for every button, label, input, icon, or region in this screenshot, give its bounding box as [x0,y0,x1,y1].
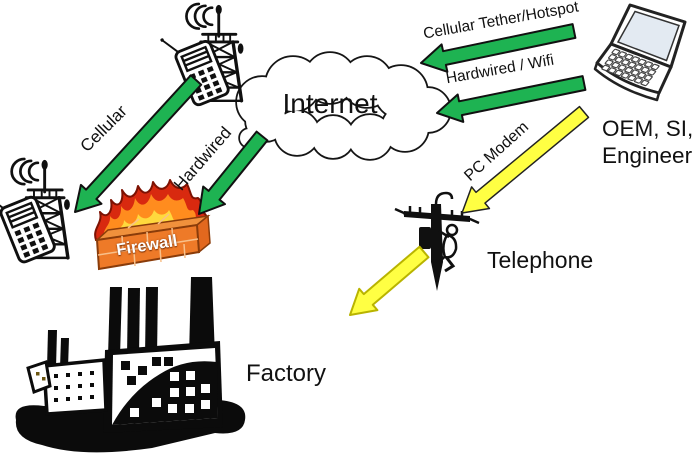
internet-cloud-shape [235,51,452,161]
hardwired-wifi-arrow [436,75,587,123]
oem-si-line1: OEM, SI, [602,116,694,141]
factory-label: Factory [246,360,327,387]
cellular-arrow [74,74,203,213]
cell-tower-phone-icon [0,157,72,269]
factory-silhouette-icon [15,277,246,453]
laptop-icon [593,3,687,102]
cellular-tether-arrow [420,23,577,73]
factory-left-building [42,358,108,416]
factory-hopper [26,360,52,394]
internet-label: Internet [282,88,378,119]
firewall-bricks-flames-icon [94,179,211,271]
telephone-line-arrow [349,245,430,316]
lineman-figure [435,223,459,273]
oem-si-engineer-label: OEM, SI, Engineer [602,116,693,169]
cell-tower-phone-icon [158,2,246,112]
oem-si-line2: Engineer [602,142,693,168]
hardwired-arrow [198,130,269,215]
telephone-pole-lineman-icon [394,191,480,291]
telephone-label: Telephone [487,247,594,273]
pc-modem-arrow [461,105,590,214]
brick-seams [97,213,199,267]
